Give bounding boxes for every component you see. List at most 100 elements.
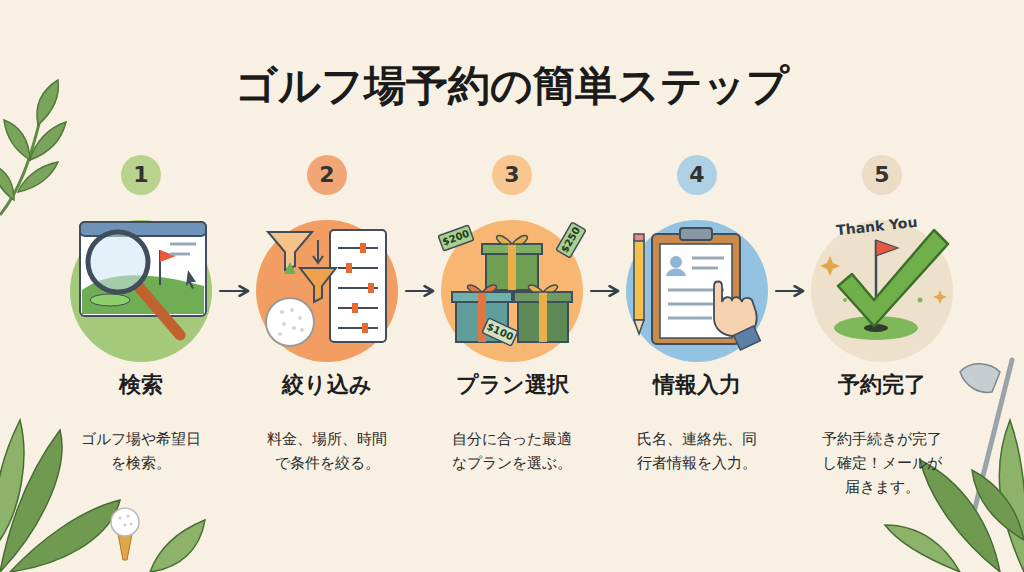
- filter-icon-part: [317, 240, 319, 262]
- flow-arrow: [776, 290, 803, 292]
- plan-gift-icon-part: [539, 292, 547, 342]
- leaf-sprig-part: [4, 120, 30, 160]
- step-heading: 検索: [119, 370, 163, 400]
- step-circle-fill: [256, 220, 398, 362]
- filter-icon-part: [330, 230, 386, 342]
- leaf-cluster: [0, 420, 205, 572]
- golf-club-part: [960, 364, 1000, 393]
- filter-icon: [266, 230, 386, 346]
- flow-arrow: [406, 290, 433, 292]
- complete-icon-part: [820, 256, 947, 304]
- step-number-badge: 4: [677, 155, 717, 195]
- step-number-badge: 2: [307, 155, 347, 195]
- step-number-badge: 5: [862, 155, 902, 195]
- search-icon-part: [88, 232, 148, 292]
- step-description: 自分に合った最適 なプランを選ぶ。: [449, 427, 575, 475]
- golf-ball-on-tee-part: [119, 517, 122, 520]
- step-circle-fill: [626, 220, 768, 362]
- complete-icon-part-part: [918, 298, 923, 303]
- step-description: 料金、場所、時間 で条件を絞る。: [264, 427, 390, 475]
- plan-gift-icon-part: [482, 318, 518, 346]
- form-icon-part-part: [668, 317, 712, 320]
- plan-gift-icon-part: [467, 285, 496, 292]
- search-icon-part: [80, 222, 206, 316]
- form-icon-part: [680, 228, 712, 240]
- plan-gift-icon-part: [438, 225, 474, 251]
- plan-gift-icon-part: [556, 222, 586, 258]
- flow-arrow: [220, 290, 248, 292]
- golf-ball-on-tee-part: [118, 534, 132, 560]
- filter-icon-part-part: [352, 303, 358, 313]
- step-number-badge: 3: [492, 155, 532, 195]
- step-heading: 情報入力: [653, 370, 741, 400]
- step-heading: 絞り込み: [282, 370, 372, 400]
- filter-icon-part: [313, 256, 323, 263]
- search-icon-part: [170, 253, 190, 256]
- complete-icon-part-part: [933, 290, 947, 304]
- step-number: 3: [504, 164, 519, 186]
- filter-icon-part-part: [338, 267, 378, 269]
- step-description: 氏名、連絡先、同 行者情報を入力。: [634, 427, 760, 475]
- golf-ball-on-tee-part: [127, 515, 130, 518]
- form-icon-part: [634, 234, 644, 241]
- plan-gift-icon-part-part: [438, 225, 474, 251]
- filter-icon-part-part: [360, 243, 366, 253]
- leaf-cluster-part: [150, 520, 205, 572]
- leaf-cluster-part: [972, 470, 1024, 540]
- search-icon-part: [170, 243, 196, 246]
- leaf-sprig-part: [30, 122, 66, 160]
- step-circle-fill: [811, 220, 953, 362]
- filter-icon-part-part: [368, 283, 374, 293]
- step-description: 予約手続きが完了 し確定！メールが 届きます。: [819, 427, 945, 499]
- leaf-sprig-part: [0, 120, 40, 215]
- filter-icon-part-part: [278, 332, 282, 336]
- form-icon-part: [634, 320, 644, 334]
- form-icon-part: [734, 326, 761, 350]
- form-icon-part: [666, 269, 686, 277]
- search-icon-part: [80, 222, 206, 236]
- filter-icon-part-part: [298, 316, 302, 320]
- leaf-cluster-part: [885, 525, 960, 572]
- search-icon-part: [160, 250, 176, 262]
- leaf-sprig: [0, 80, 66, 215]
- filter-icon-part: [278, 308, 304, 336]
- step-heading: プラン選択: [456, 370, 569, 400]
- filter-icon-part-part: [290, 308, 294, 312]
- golf-ball-on-tee-part: [124, 524, 127, 527]
- diagram-title: ゴルフ場予約の簡単ステップ: [0, 58, 1024, 114]
- step-number: 5: [874, 164, 889, 186]
- filter-icon-part: [266, 298, 314, 346]
- flow-arrow: [591, 290, 618, 292]
- step-number: 1: [133, 164, 148, 186]
- search-icon-part: [186, 270, 196, 289]
- plan-gift-icon-part-part: [482, 318, 518, 346]
- filter-icon-part: [300, 268, 336, 302]
- complete-icon: [820, 230, 948, 340]
- filter-icon-part-part: [300, 328, 304, 332]
- filter-icon-part-part: [280, 310, 284, 314]
- filter-icon-part: [284, 262, 296, 274]
- complete-icon-part: [843, 298, 923, 303]
- golf-ball-on-tee: [111, 508, 139, 560]
- filter-icon-part-part: [338, 247, 378, 249]
- form-icon-part: [670, 256, 682, 268]
- form-icon-part: [634, 240, 644, 320]
- form-icon-part-part: [692, 257, 724, 260]
- step-number: 2: [319, 164, 334, 186]
- plan-gift-icon: [438, 222, 586, 346]
- complete-icon-part-part: [820, 256, 840, 276]
- complete-icon-part-part: [843, 298, 847, 302]
- step-heading: 予約完了: [838, 370, 926, 400]
- leaf-sprig-part: [37, 80, 58, 125]
- filter-icon-part-part: [362, 323, 368, 333]
- step-circle-fill: [70, 220, 212, 362]
- form-icon-part-part: [692, 267, 718, 270]
- leaf-cluster-part: [0, 420, 24, 540]
- leaf-cluster-part: [10, 500, 120, 572]
- search-icon-part: [138, 286, 180, 335]
- complete-icon-part: [838, 230, 948, 326]
- form-icon: [634, 228, 760, 350]
- search-icon-part: [90, 294, 130, 306]
- step-number: 4: [689, 164, 704, 186]
